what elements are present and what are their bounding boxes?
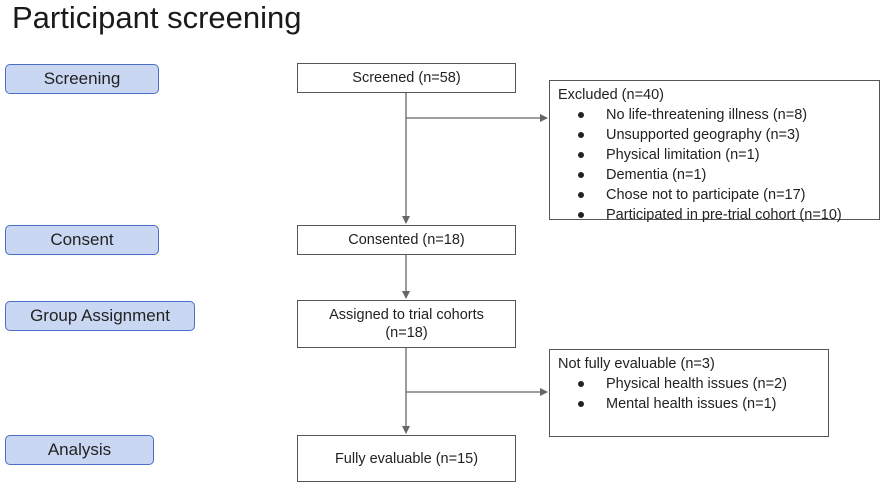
bullet-icon bbox=[578, 132, 584, 138]
list-item-label: Mental health issues (n=1) bbox=[606, 396, 777, 412]
bullet-icon bbox=[578, 192, 584, 198]
assigned-line2: (n=18) bbox=[385, 325, 428, 341]
bullet-icon bbox=[578, 212, 584, 218]
bullet-icon bbox=[578, 112, 584, 118]
list-item: Chose not to participate (n=17) bbox=[558, 185, 871, 205]
not-evaluable-heading: Not fully evaluable (n=3) bbox=[558, 356, 715, 372]
stage-screening: Screening bbox=[5, 64, 159, 94]
stage-analysis: Analysis bbox=[5, 435, 154, 465]
bullet-icon bbox=[578, 381, 584, 387]
assigned-line1: Assigned to trial cohorts bbox=[329, 307, 484, 323]
bullet-icon bbox=[578, 172, 584, 178]
list-item-label: Dementia (n=1) bbox=[606, 167, 707, 183]
evaluable-box: Fully evaluable (n=15) bbox=[297, 435, 516, 482]
list-item-label: Physical health issues (n=2) bbox=[606, 376, 787, 392]
screened-box: Screened (n=58) bbox=[297, 63, 516, 93]
list-item-label: Chose not to participate (n=17) bbox=[606, 187, 806, 203]
list-item: Physical limitation (n=1) bbox=[558, 145, 871, 165]
assigned-box: Assigned to trial cohorts (n=18) bbox=[297, 300, 516, 348]
list-item-label: Unsupported geography (n=3) bbox=[606, 127, 800, 143]
list-item: Participated in pre-trial cohort (n=10) bbox=[558, 205, 871, 225]
not-evaluable-box: Not fully evaluable (n=3) Physical healt… bbox=[549, 349, 829, 437]
list-item-label: Physical limitation (n=1) bbox=[606, 147, 760, 163]
excluded-box: Excluded (n=40) No life-threatening illn… bbox=[549, 80, 880, 223]
not-evaluable-list: Physical health issues (n=2) Mental heal… bbox=[558, 374, 820, 414]
list-item-label: No life-threatening illness (n=8) bbox=[606, 107, 808, 123]
bullet-icon bbox=[578, 152, 584, 158]
excluded-list: No life-threatening illness (n=8) Unsupp… bbox=[558, 105, 871, 225]
bullet-icon bbox=[578, 401, 584, 407]
stage-consent: Consent bbox=[5, 225, 159, 255]
list-item: Unsupported geography (n=3) bbox=[558, 125, 871, 145]
list-item: Mental health issues (n=1) bbox=[558, 394, 820, 414]
excluded-heading: Excluded (n=40) bbox=[558, 87, 664, 103]
list-item: No life-threatening illness (n=8) bbox=[558, 105, 871, 125]
consented-box: Consented (n=18) bbox=[297, 225, 516, 255]
list-item: Physical health issues (n=2) bbox=[558, 374, 820, 394]
list-item-label: Participated in pre-trial cohort (n=10) bbox=[606, 207, 842, 223]
page-title: Participant screening bbox=[12, 0, 302, 35]
list-item: Dementia (n=1) bbox=[558, 165, 871, 185]
stage-group-assignment: Group Assignment bbox=[5, 301, 195, 331]
